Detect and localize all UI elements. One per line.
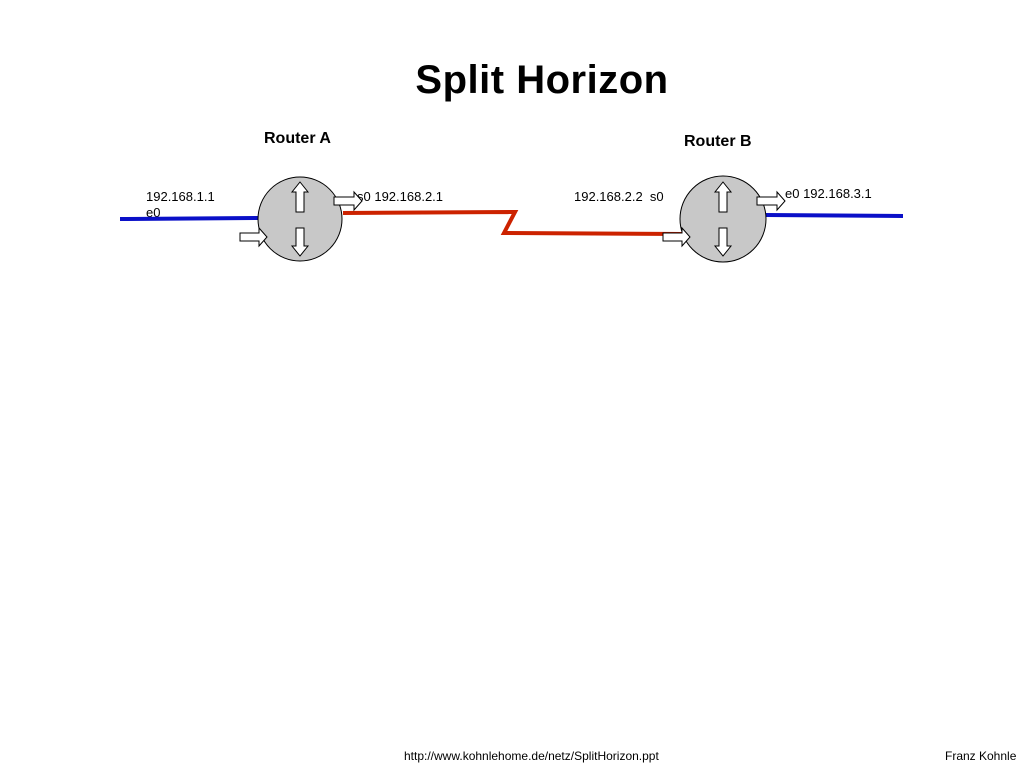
router-a-e0-ip: 192.168.1.1 — [146, 189, 215, 204]
router-b-body — [679, 175, 767, 263]
router-b — [662, 175, 786, 263]
router-b-label: Router B — [684, 133, 752, 150]
router-b-e0-label: e0 192.168.3.1 — [785, 186, 872, 201]
router-b-up-arrow-icon — [713, 181, 733, 213]
slide-title: Split Horizon — [415, 58, 669, 102]
router-a-in-arrow-icon — [239, 226, 268, 248]
router-a-out-arrow-icon — [333, 190, 363, 212]
footer-url: http://www.kohnlehome.de/netz/SplitHoriz… — [404, 749, 659, 763]
router-b-out-arrow-icon — [756, 190, 786, 212]
footer-author: Franz Kohnle — [945, 749, 1017, 763]
ethernet-link-a — [119, 216, 261, 221]
router-b-in-arrow-icon — [662, 226, 691, 248]
ethernet-link-b — [765, 213, 904, 218]
router-a-e0-name: e0 — [146, 205, 161, 220]
router-a-down-arrow-icon — [290, 227, 310, 257]
router-a-body — [257, 176, 343, 262]
router-a-label: Router A — [264, 130, 331, 147]
serial-link — [342, 209, 683, 236]
router-a-up-arrow-icon — [290, 181, 310, 213]
router-a — [239, 176, 363, 262]
router-b-s0-label: 192.168.2.2 s0 — [574, 189, 664, 204]
router-b-down-arrow-icon — [713, 227, 733, 257]
